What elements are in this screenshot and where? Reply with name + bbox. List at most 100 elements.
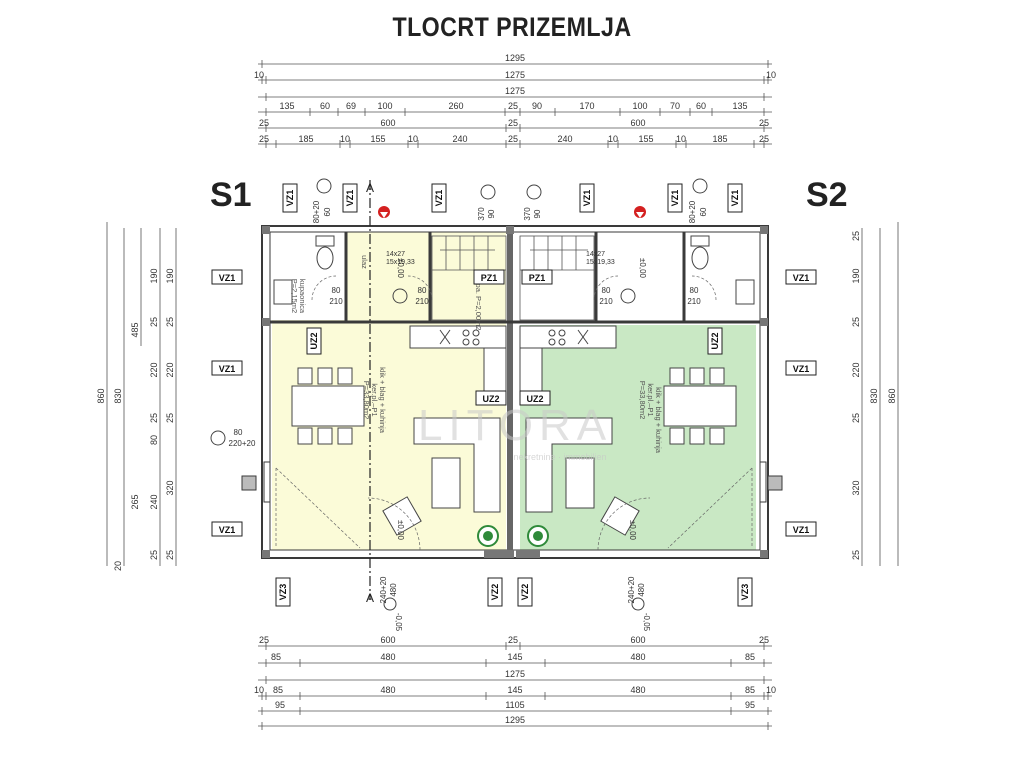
- armchair-s1: [382, 496, 422, 536]
- dim-label: 25: [851, 231, 861, 241]
- tag-uz2: UZ2: [710, 332, 720, 349]
- door-label: 80: [690, 286, 699, 295]
- tag-vz1: VZ1: [793, 273, 810, 283]
- toilet-s1-icon: [315, 235, 335, 270]
- window-label: 240+20: [379, 576, 388, 603]
- dim-label: 80: [149, 435, 159, 445]
- bathroom-s2: [684, 232, 756, 320]
- walls: [261, 225, 769, 559]
- dimension-lines-left: [106, 222, 177, 566]
- tag-pz1: PZ1: [481, 273, 498, 283]
- stair-label-s1: 14x27: [386, 251, 405, 258]
- tag-vz1: VZ1: [219, 525, 236, 535]
- tag-vz1: VZ1: [285, 190, 295, 207]
- dim-label: 25: [508, 101, 518, 111]
- dim-label: 25: [851, 550, 861, 560]
- dim-label: 20: [113, 561, 123, 571]
- tag-vz2: VZ2: [520, 584, 530, 601]
- door-label: 80: [332, 286, 341, 295]
- dim-label: 25: [759, 134, 769, 144]
- sofa-s2: [525, 417, 613, 513]
- dim-label: 1295: [505, 53, 525, 63]
- tag-uz2: UZ2: [309, 332, 319, 349]
- dim-label: 135: [279, 101, 294, 111]
- room-sub-s1: ker.pl.–P1: [370, 383, 379, 416]
- toilet-s2-icon: [690, 235, 710, 270]
- door-label: 80: [418, 286, 427, 295]
- unit-label-s1: S1: [210, 176, 252, 214]
- stair-room-s1: stepa. P=2,00m2: [474, 274, 483, 331]
- plan-title: TLOCRT PRIZEMLJA: [392, 12, 632, 42]
- dim-label: 185: [712, 134, 727, 144]
- dim-label: 10: [766, 685, 776, 695]
- tag-vz1: VZ1: [793, 525, 810, 535]
- dim-label: 220: [149, 362, 159, 377]
- smoke-marker-s2-icon: [634, 206, 646, 218]
- tag-vz1: VZ1: [582, 190, 592, 207]
- dim-label: 25: [508, 635, 518, 645]
- room-name-s1: klik + blag + kuhinja: [378, 367, 387, 434]
- tag-vz2: VZ2: [490, 584, 500, 601]
- shower-s2-icon: [735, 279, 755, 305]
- window-label: 370: [523, 207, 532, 221]
- level-mark: ±0,00: [396, 258, 405, 279]
- level-mark: ±0,00: [628, 520, 637, 541]
- dim-label: 100: [377, 101, 392, 111]
- windows: [241, 461, 783, 503]
- level-mark: ±0,00: [638, 258, 647, 279]
- dim-label: 860: [96, 388, 106, 403]
- dim-label: 85: [745, 652, 755, 662]
- dimension-lines-right: [861, 222, 899, 566]
- kitchen-s2: [519, 325, 617, 393]
- dim-label: 25: [259, 635, 269, 645]
- dim-label: 600: [380, 635, 395, 645]
- dim-label: 155: [370, 134, 385, 144]
- dim-label: 95: [745, 700, 755, 710]
- room-labels: klik + blag + kuhinja ker.pl.–P1 P=33,80…: [290, 255, 663, 454]
- dim-label: 25: [149, 413, 159, 423]
- dim-label: 60: [320, 101, 330, 111]
- ext-level-mark: -0,05: [642, 613, 651, 632]
- smoke-marker-s1-icon: [378, 206, 390, 218]
- wall-pillars: [262, 226, 768, 558]
- dim-label: 485: [130, 322, 140, 337]
- door-label: 210: [415, 297, 429, 306]
- window-label: 240+20: [627, 576, 636, 603]
- room-sub-s2: ker.pl.–P1: [646, 383, 655, 416]
- window-label: 370: [477, 207, 486, 221]
- dim-label: 25: [259, 134, 269, 144]
- dim-label: 260: [448, 101, 463, 111]
- dim-label: 25: [165, 413, 175, 423]
- dim-label: 190: [149, 268, 159, 283]
- dimension-labels-top: 1295 10 1275 10 1275 135 60 69 100 260 2…: [254, 53, 776, 144]
- dim-label: 85: [271, 652, 281, 662]
- dim-label: 25: [165, 550, 175, 560]
- dim-label: 10: [766, 70, 776, 80]
- window-label: 480: [637, 583, 646, 597]
- dimension-lines-bottom: [258, 642, 772, 730]
- dim-label: 25: [851, 317, 861, 327]
- ext-level-mark: -0,05: [394, 613, 403, 632]
- plant-s2-icon: [527, 525, 549, 547]
- dimension-labels-right: 25 190 25 220 25 320 25 830 860: [851, 231, 897, 560]
- unit-label-s2: S2: [806, 176, 848, 214]
- window-label: 90: [487, 209, 496, 218]
- door-label: 210: [599, 297, 613, 306]
- tag-uz2: UZ2: [482, 394, 499, 404]
- section-marker-top: A: [366, 181, 374, 195]
- dining-s2: [663, 367, 737, 445]
- window-circle-markers: [210, 178, 708, 611]
- dim-label: 70: [670, 101, 680, 111]
- dim-label: 100: [632, 101, 647, 111]
- door-swings: [275, 275, 753, 551]
- dim-label: 25: [165, 317, 175, 327]
- door-label: 210: [329, 297, 343, 306]
- tag-vz1: VZ1: [793, 364, 810, 374]
- stair-sub: 15x19,33: [586, 259, 615, 266]
- room-name-s2: klik + blag + kuhinja: [654, 387, 663, 454]
- dim-label: 190: [165, 268, 175, 283]
- dim-label: 25: [149, 317, 159, 327]
- dimension-labels-bottom: 25 600 25 600 25 85 480 145 480 85 1275 …: [254, 635, 776, 725]
- door-label: 210: [687, 297, 701, 306]
- dim-label: 10: [608, 134, 618, 144]
